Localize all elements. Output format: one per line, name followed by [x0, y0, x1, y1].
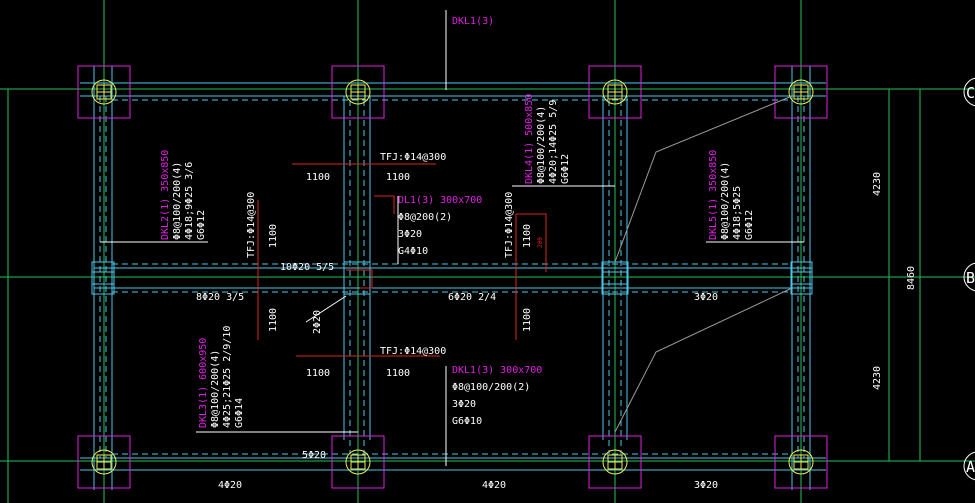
- label-dkl5-line1: Φ8@100/200(4): [720, 162, 731, 240]
- beam-hidden-lines: [99, 96, 805, 458]
- label-1100-top-left: 1100: [306, 172, 330, 183]
- label-dkl1-lower-name[interactable]: DKL1(3) 300x700: [452, 365, 542, 376]
- label-1100-right-lower: 1100: [522, 308, 533, 332]
- label-4phi20-center: 4Φ20: [482, 480, 506, 491]
- label-dkl1-lower-line3: G6Φ10: [452, 416, 482, 427]
- dim-4230-upper: 4230: [872, 172, 883, 196]
- column-5[interactable]: [77, 435, 131, 489]
- rebar-lines: [257, 163, 547, 357]
- label-dl1-line2: 3Φ20: [398, 229, 422, 240]
- label-2phi20: 2Φ20: [312, 310, 323, 334]
- label-dkl2-line3: G6Φ12: [196, 210, 207, 240]
- label-1100-bottom-right: 1100: [386, 368, 410, 379]
- label-4phi20-left: 4Φ20: [218, 480, 242, 491]
- label-dkl3-name[interactable]: DKL3(1) 600x950: [198, 338, 209, 428]
- dim-4230-lower: 4230: [872, 366, 883, 390]
- label-dkl4-line2: 4Φ20;14Φ25 5/9: [548, 100, 559, 184]
- label-dkl4-name[interactable]: DKL4(1) 500x850: [524, 94, 535, 184]
- label-1100-top-right: 1100: [386, 172, 410, 183]
- column-8[interactable]: [774, 435, 828, 489]
- label-1100-right-upper: 1100: [522, 224, 533, 248]
- callout-dkl1-top[interactable]: DKL1(3): [452, 16, 494, 27]
- label-1100-left-lower: 1100: [268, 308, 279, 332]
- axis-label-c: C: [966, 84, 975, 102]
- label-small-red: 200: [537, 237, 544, 248]
- label-5phi20: 5Φ20: [302, 450, 326, 461]
- label-dkl5-name[interactable]: DKL5(1) 350x850: [708, 150, 719, 240]
- label-6phi20: 6Φ20 2/4: [448, 292, 496, 303]
- label-dl1-name[interactable]: DL1(3) 300x700: [398, 195, 482, 206]
- axis-bubble-a: A: [963, 451, 975, 481]
- axis-label-b: B: [966, 269, 975, 287]
- label-dkl1-lower-line1: Φ8@100/200(2): [452, 382, 530, 393]
- text-annotations: DKL1(3) DKL2(1) 350x850 Φ8@100/200(4) 4Φ…: [160, 16, 917, 491]
- label-tfj-right: TFJ:Φ14@300: [504, 192, 515, 258]
- label-dkl3-line3: G6Φ14: [234, 398, 245, 428]
- leader-lines: [100, 10, 804, 466]
- column-7[interactable]: [588, 435, 642, 489]
- beam-junctions: [91, 261, 813, 295]
- label-3phi20-mid: 3Φ20: [694, 292, 718, 303]
- column-3[interactable]: [588, 65, 642, 119]
- column-6[interactable]: [331, 435, 385, 489]
- label-1100-bottom-left: 1100: [306, 368, 330, 379]
- label-dkl5-line3: G6Φ12: [744, 210, 755, 240]
- label-tfj-top: TFJ:Φ14@300: [380, 152, 446, 163]
- diagonal-guide-lines: [614, 95, 793, 433]
- label-dkl3-line2: 4Φ25;21Φ25 2/9/10: [222, 326, 233, 428]
- label-dl1-line1: Φ8@200(2): [398, 212, 452, 223]
- label-dkl2-name[interactable]: DKL2(1) 350x850: [160, 150, 171, 240]
- label-1100-left-upper: 1100: [268, 224, 279, 248]
- label-3phi20-bottom: 3Φ20: [694, 480, 718, 491]
- label-dkl5-line2: 4Φ18;5Φ25: [732, 186, 743, 240]
- label-dl1-line3: G4Φ10: [398, 246, 428, 257]
- label-dkl4-line1: Φ8@100/200(4): [536, 106, 547, 184]
- label-10phi20: 10Φ20 5/5: [280, 262, 334, 273]
- label-8phi20: 8Φ20 3/5: [196, 292, 244, 303]
- beam-outlines: [80, 66, 826, 490]
- axis-bubble-c: C: [963, 77, 975, 107]
- dim-8460-total: 8460: [906, 266, 917, 290]
- label-dkl4-line3: G6Φ12: [560, 154, 571, 184]
- column-1[interactable]: [77, 65, 131, 119]
- label-dkl3-line1: Φ8@100/200(4): [210, 350, 221, 428]
- label-tfj-bottom: TFJ:Φ14@300: [380, 346, 446, 357]
- label-dkl2-line2: 4Φ18;9Φ25 3/6: [184, 162, 195, 240]
- axis-label-a: A: [966, 458, 975, 476]
- column-4[interactable]: [774, 65, 828, 119]
- label-tfj-left: TFJ:Φ14@300: [246, 192, 257, 258]
- axis-bubble-b: B: [963, 262, 975, 292]
- label-dkl1-lower-line2: 3Φ20: [452, 399, 476, 410]
- label-dkl2-line1: Φ8@100/200(4): [172, 162, 183, 240]
- column-2[interactable]: [331, 65, 385, 119]
